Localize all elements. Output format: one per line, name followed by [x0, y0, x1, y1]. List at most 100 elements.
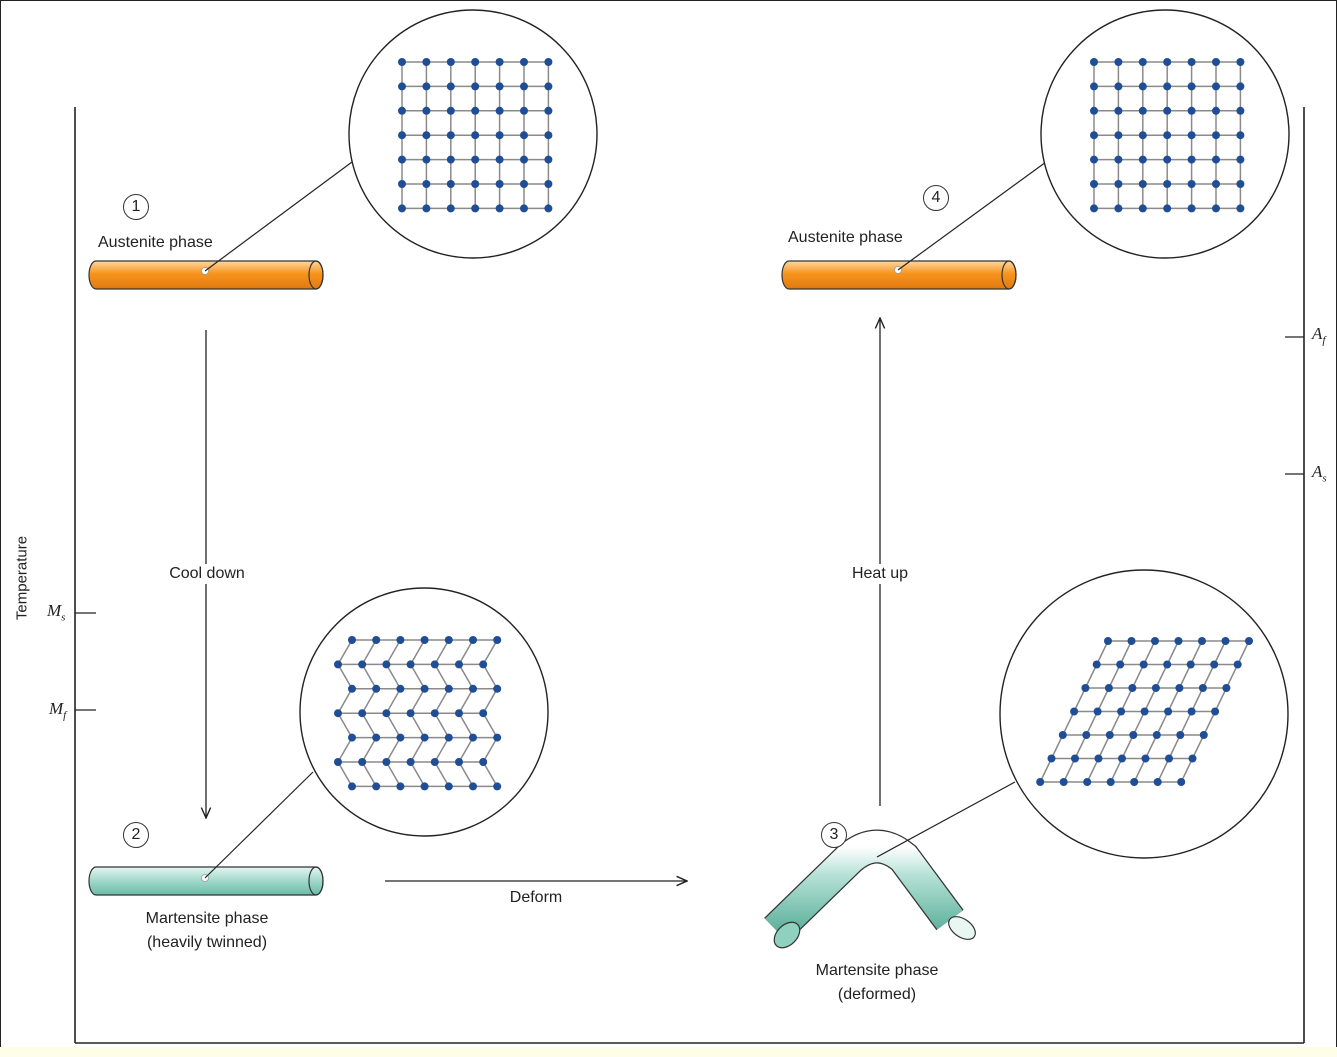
deformed-lattice-3-atom	[1186, 660, 1195, 669]
deformed-lattice-3-atom	[1104, 684, 1113, 692]
deformed-lattice-3-atom	[1141, 754, 1150, 763]
twinned-lattice-2-bond	[482, 639, 498, 665]
austenite-lattice-4-atom	[1138, 82, 1147, 91]
deformed-lattice-3-atom	[1127, 637, 1136, 645]
twinned-lattice-2-bond	[482, 664, 498, 690]
deformed-lattice-3-bond	[1108, 664, 1121, 689]
bent-rod-left-end	[773, 921, 801, 949]
twinned-lattice-2-bond	[434, 639, 450, 665]
deformed-lattice-3-atom	[1176, 731, 1185, 739]
deformed-lattice-3-atom	[1130, 778, 1139, 786]
twinned-lattice-2-atom	[493, 684, 502, 693]
twinned-lattice-2-bond	[337, 664, 353, 690]
austenite-lattice-4-atom	[1187, 106, 1196, 115]
stage-2-label-line1: Martensite phase	[145, 910, 269, 927]
deformed-lattice-3-bond	[1120, 687, 1134, 712]
twinned-lattice-2-bond	[409, 737, 426, 763]
deformed-lattice-3-atom	[1036, 778, 1045, 786]
deformed-lattice-3-bond	[1085, 711, 1099, 736]
deformed-lattice-3-bond	[1131, 664, 1145, 689]
twinned-lattice-2-atom	[455, 660, 463, 669]
austenite-lattice-1-atom	[544, 204, 553, 213]
austenite-rod-4	[781, 260, 1017, 290]
austenite-lattice-1-atom	[446, 106, 455, 115]
stage-4-number: 4	[923, 185, 949, 211]
twinned-lattice-2-atom	[372, 636, 381, 644]
twinned-lattice-2-bond	[409, 664, 426, 690]
twinned-lattice-2-atom	[493, 733, 502, 742]
twinned-lattice-2-bond	[409, 761, 426, 787]
austenite-lattice-1	[398, 58, 553, 213]
stage-2-number: 2	[123, 822, 149, 848]
austenite-lattice-4-atom	[1212, 180, 1220, 188]
deformed-lattice-3-bond	[1096, 687, 1110, 712]
deformed-lattice-3-atom	[1128, 684, 1137, 692]
twinned-lattice-2-bond	[409, 712, 426, 738]
twinned-lattice-2-atom	[372, 684, 381, 693]
twinned-lattice-2-bond	[434, 664, 450, 690]
twinned-lattice-2-atom	[469, 782, 477, 791]
austenite-lattice-1-atom	[471, 106, 480, 115]
austenite-lattice-4-atom	[1138, 58, 1147, 66]
austenite-lattice-4-atom	[1212, 204, 1220, 213]
deformed-lattice-3-atom	[1047, 754, 1056, 763]
twinned-lattice-2-bond	[409, 639, 426, 665]
twinned-lattice-2-bond	[337, 712, 353, 738]
austenite-lattice-1-atom	[471, 204, 480, 213]
austenite-lattice-4-atom	[1138, 106, 1147, 115]
twinned-lattice-2-bond	[434, 737, 450, 763]
deformed-lattice-3-atom	[1198, 684, 1207, 692]
austenite-lattice-4-atom	[1114, 82, 1123, 91]
austenite-lattice-1-atom	[422, 106, 431, 115]
twinned-lattice-2-bond	[482, 737, 498, 763]
austenite-lattice-1-atom	[446, 58, 455, 66]
deformed-lattice-3-atom	[1106, 778, 1115, 786]
austenite-lattice-1-atom	[398, 82, 406, 91]
leader-line-4	[897, 161, 1047, 271]
deformed-lattice-3-bond	[1039, 758, 1053, 783]
deformed-lattice-3-atom	[1094, 754, 1103, 763]
austenite-lattice-1-atom	[446, 155, 455, 164]
twinned-lattice-2-atom	[382, 709, 391, 718]
bottom-strip	[0, 1047, 1337, 1057]
deformed-lattice-3-bond	[1119, 640, 1133, 665]
twinned-lattice-2-atom	[396, 782, 405, 791]
austenite-lattice-1-atom	[471, 131, 480, 140]
twinned-lattice-2-bond	[434, 761, 450, 787]
austenite-lattice-1-atom	[520, 180, 528, 188]
deformed-lattice-3-bond	[1166, 640, 1180, 665]
austenite-rod-4-end	[1001, 260, 1017, 290]
deformed-lattice-3-atom	[1233, 660, 1242, 669]
austenite-lattice-4-atom	[1163, 82, 1172, 91]
twinned-lattice-2-bond	[434, 712, 450, 738]
deformed-lattice-3-bond	[1133, 758, 1147, 783]
twinned-lattice-2-bond	[385, 688, 402, 714]
stage-1-number: 1	[123, 194, 149, 220]
cool-down-label: Cool down	[166, 564, 248, 584]
stage-4-label: Austenite phase	[788, 229, 903, 246]
austenite-lattice-1-atom	[520, 131, 528, 140]
deformed-lattice-3-bond	[1097, 734, 1111, 759]
twinned-lattice-2-atom	[469, 733, 477, 742]
twinned-lattice-2-bond	[385, 712, 402, 738]
deformed-lattice-3-bond	[1144, 734, 1158, 759]
austenite-lattice-4-atom	[1114, 155, 1123, 164]
deformed-lattice-3-atom	[1140, 707, 1149, 716]
austenite-lattice-4-atom	[1236, 131, 1245, 140]
twinned-lattice-2-bond	[458, 761, 474, 787]
deformed-lattice-3-bond	[1167, 687, 1181, 712]
deformed-lattice-3-atom	[1152, 731, 1161, 739]
austenite-lattice-4-atom	[1236, 106, 1245, 115]
austenite-lattice-4-atom	[1212, 106, 1220, 115]
twinned-lattice-2-atom	[444, 733, 453, 742]
af-tick-label: Af	[1312, 324, 1326, 347]
deformed-lattice-3-atom	[1163, 660, 1172, 669]
austenite-lattice-1-atom	[422, 155, 431, 164]
austenite-lattice-1-atom	[398, 106, 406, 115]
twinned-lattice-2-atom	[420, 782, 429, 791]
martensite-rod-2-end	[308, 866, 324, 896]
austenite-lattice-1-atom	[471, 180, 480, 188]
austenite-lattice-4-atom	[1163, 180, 1172, 188]
twinned-lattice-2-atom	[444, 782, 453, 791]
twinned-lattice-2-atom	[430, 709, 439, 718]
